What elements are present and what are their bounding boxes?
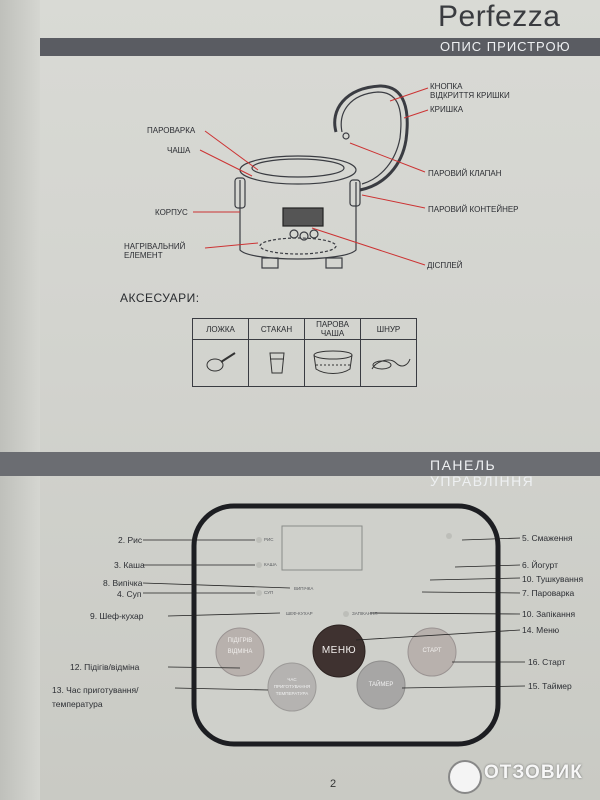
panel-label-baking: ВИПІЧКА <box>294 586 314 591</box>
callout-timer: 15. Таймер <box>528 681 572 691</box>
cord-icon <box>360 339 417 387</box>
accessories-title: АКСЕСУАРИ: <box>120 291 200 305</box>
label-body: КОРПУС <box>155 208 188 217</box>
callout-casserole: 10. Запікання <box>522 609 576 619</box>
callout-soup: 4. Суп <box>117 589 142 599</box>
cooking-time-button[interactable]: ЧАС ПРИГОТУВАННЯ ТЕМПЕРАТУРА <box>273 677 311 696</box>
label-steam-valve: ПАРОВИЙ КЛАПАН <box>428 169 502 178</box>
watermark-text: ОТЗОВИК <box>484 762 583 783</box>
steam-bowl-icon <box>304 339 361 387</box>
callout-start: 16. Старт <box>528 657 566 667</box>
multicooker-diagram <box>193 84 429 269</box>
callout-steaming: 7. Пароварка <box>522 588 575 598</box>
label-steamer: ПАРОВАРКА <box>147 126 196 135</box>
otzovik-logo-icon <box>448 760 482 794</box>
heat-cancel-button[interactable]: ПІДІГРІВ ВІДМІНА <box>227 638 253 655</box>
label-lid-button: КНОПКА ВІДКРИТТЯ КРИШКИ <box>430 82 510 100</box>
callout-stewing: 10. Тушкування <box>522 574 584 584</box>
callout-porridge: 3. Каша <box>114 560 145 570</box>
label-display: ДІСПЛЕЙ <box>427 261 463 270</box>
menu-button[interactable]: МЕНЮ <box>321 645 357 656</box>
panel-label-porridge: КАША <box>264 562 277 567</box>
page-number: 2 <box>330 778 337 790</box>
panel-label-casserole: ЗАПІКАННЯ <box>352 611 378 616</box>
callout-frying: 5. Смаження <box>522 533 573 543</box>
control-panel-header-bar <box>0 452 600 476</box>
callout-baking: 8. Випічка <box>103 578 143 588</box>
label-steam-container: ПАРОВИЙ КОНТЕЙНЕР <box>428 205 519 214</box>
section-header-bar <box>40 38 600 56</box>
callout-menu: 14. Меню <box>522 625 560 635</box>
panel-label-soup: СУП <box>264 590 274 595</box>
start-button[interactable]: СТАРТ <box>422 648 442 654</box>
section-title-description: ОПИС ПРИСТРОЮ <box>440 39 571 54</box>
callout-heat-cancel: 12. Підігів/відміна <box>70 662 140 672</box>
label-heating-element: НАГРІВАЛЬНИЙ ЕЛЕМЕНТ <box>124 242 186 260</box>
callout-rice: 2. Рис <box>118 535 143 545</box>
panel-label-chef: ШЕФ-КУХАР <box>286 611 313 616</box>
cup-icon <box>248 339 305 387</box>
label-lid: КРИШКА <box>430 105 464 114</box>
spoon-icon <box>192 339 249 387</box>
callout-yogurt: 6. Йогурт <box>522 560 558 570</box>
timer-button[interactable]: ТАЙМЕР <box>368 682 394 688</box>
panel-label-rice: РИС <box>264 537 274 542</box>
section-title-control-panel: ПАНЕЛЬ УПРАВЛІННЯ <box>430 457 535 489</box>
brand-logo: Perfezza <box>438 0 561 33</box>
callout-time-temperature: 13. Час приготування/ температура <box>52 685 139 709</box>
callout-chef: 9. Шеф-кухар <box>90 611 144 621</box>
accessories-table: ЛОЖКА СТАКАН ПАРОВА ЧАША ШНУР <box>192 318 417 387</box>
page-fold-shadow <box>0 0 40 800</box>
label-bowl: ЧАША <box>167 146 191 155</box>
